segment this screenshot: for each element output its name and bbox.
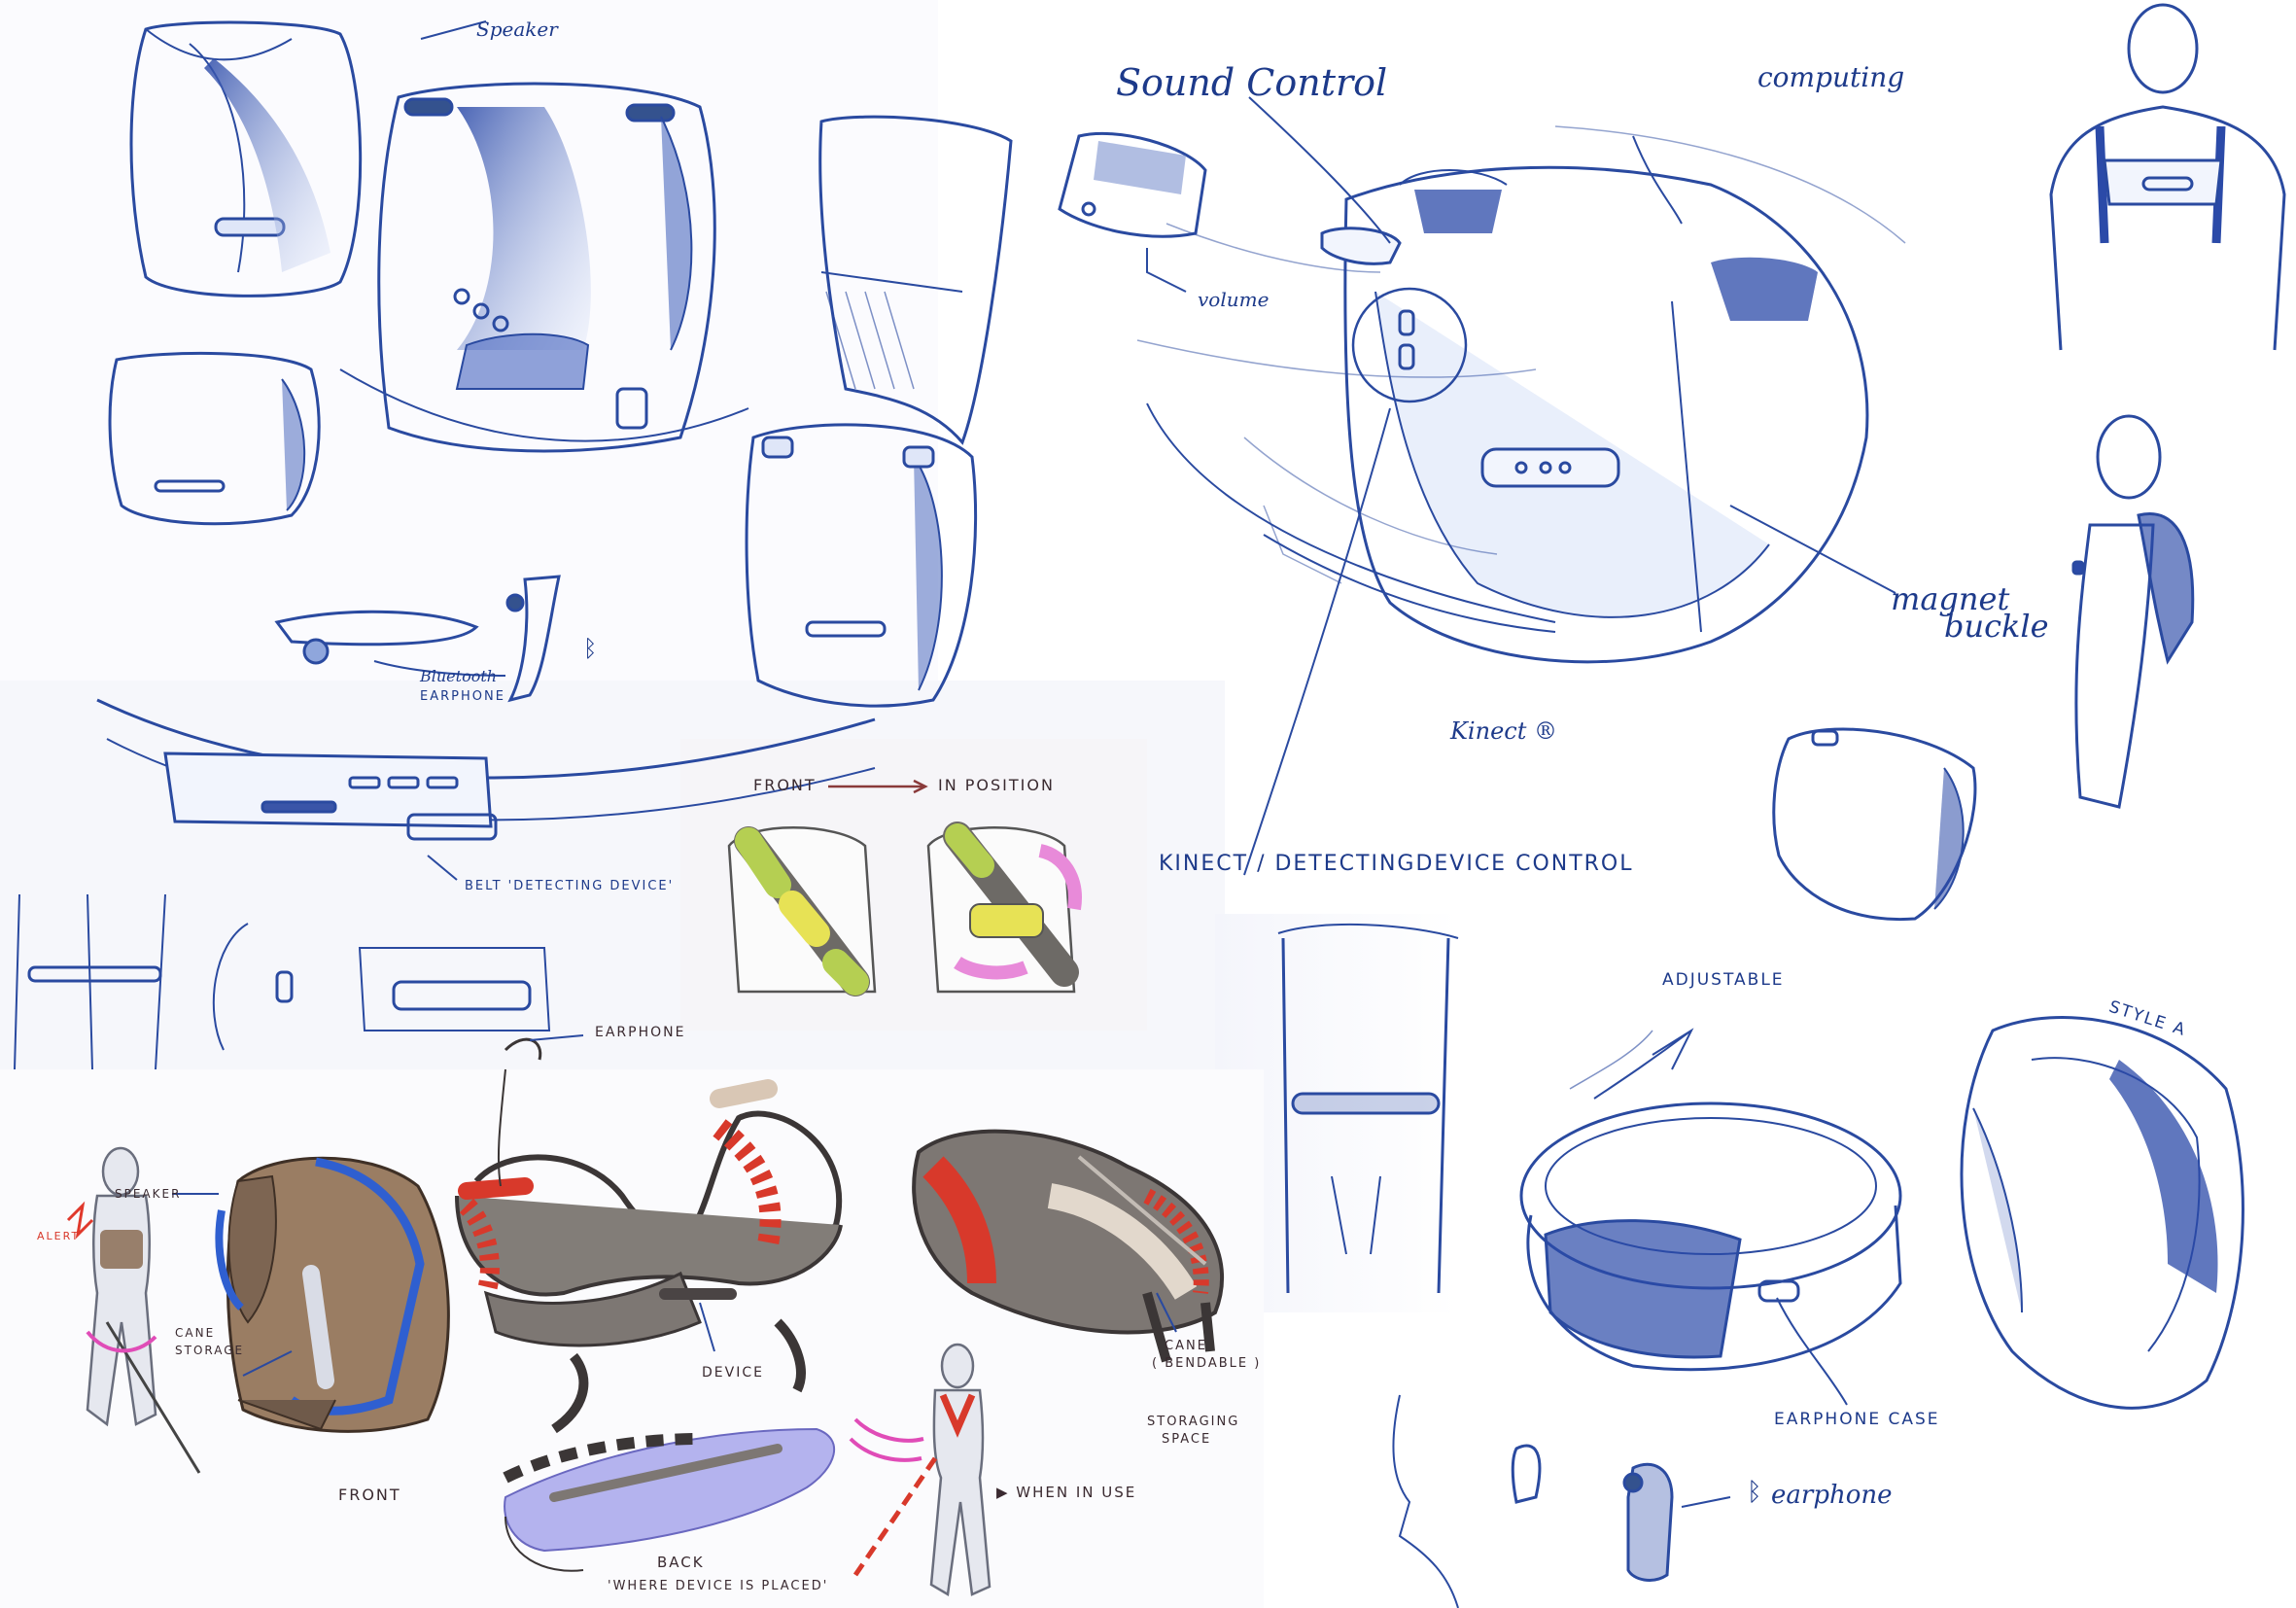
label-earphone-case: EARPHONE CASE bbox=[1774, 1410, 1940, 1429]
bluetooth-earphone-sketch bbox=[274, 575, 561, 703]
label-cane-storage-1: CANE bbox=[175, 1326, 216, 1340]
backpack-render bbox=[215, 1156, 450, 1433]
label-device: DEVICE bbox=[702, 1365, 764, 1381]
label-magnet: magnet bbox=[1891, 580, 2010, 617]
front-in-position-illustration bbox=[727, 779, 1082, 996]
figure-in-use-render bbox=[849, 1343, 991, 1597]
figure-back-view bbox=[2049, 3, 2286, 351]
label-cane-space-2: ( BENDABLE ) bbox=[1152, 1356, 1262, 1371]
sound-control-sketch bbox=[1058, 96, 1906, 876]
vest-back-sketch bbox=[129, 20, 363, 297]
cane-storage-render bbox=[912, 1129, 1224, 1363]
style-a-band-sketch bbox=[1960, 1016, 2244, 1410]
vest-small-sketch bbox=[108, 351, 321, 526]
label-where-placed: 'WHERE DEVICE IS PLACED' bbox=[608, 1579, 829, 1593]
label-front-bottom: FRONT bbox=[338, 1486, 401, 1504]
label-kinect-control: KINECT / DETECTINGDEVICE CONTROL bbox=[1159, 852, 1634, 876]
walking-figure-render bbox=[66, 1146, 201, 1474]
label-computing: computing bbox=[1757, 61, 1905, 93]
leader-lines bbox=[172, 855, 1177, 1377]
label-buckle: buckle bbox=[1944, 608, 2049, 645]
label-alert: ALERT bbox=[37, 1230, 81, 1242]
label-cane-space-4: SPACE bbox=[1162, 1432, 1212, 1447]
label-volume: volume bbox=[1198, 288, 1270, 311]
vest-front-sketch bbox=[339, 20, 749, 453]
label-kinect: Kinect ® bbox=[1450, 717, 1557, 745]
label-speaker-top: Speaker bbox=[476, 17, 558, 41]
label-back: BACK bbox=[657, 1554, 705, 1571]
earphone-bottom-sketch bbox=[1392, 1394, 1731, 1608]
bluetooth-icon: ᛒ bbox=[583, 635, 598, 662]
label-cane-space-1: CANE bbox=[1165, 1339, 1207, 1353]
label-earphone-bt: EARPHONE bbox=[420, 689, 505, 704]
bluetooth-icon: ᛒ bbox=[1747, 1478, 1762, 1507]
label-adjustable: ADJUSTABLE bbox=[1662, 970, 1785, 990]
device-harness-render bbox=[455, 1037, 843, 1434]
label-cane-storage-2: STORAGE bbox=[175, 1344, 245, 1357]
backpack-sketch-bottom bbox=[745, 423, 978, 708]
label-cane-space-3: STORAGING bbox=[1147, 1415, 1240, 1429]
label-sound-control: Sound Control bbox=[1116, 61, 1388, 104]
label-when-in-use: ▶ WHEN IN USE bbox=[996, 1484, 1137, 1501]
label-bluetooth: Bluetooth bbox=[420, 667, 498, 685]
label-belt-device: BELT 'DETECTING DEVICE' bbox=[465, 879, 675, 893]
figure-side-view bbox=[2071, 414, 2195, 809]
adjustable-band-sketch bbox=[1519, 1028, 1902, 1406]
belt-device-sketch bbox=[14, 698, 876, 1070]
buckle-cuff-sketch bbox=[1772, 727, 1977, 922]
label-in-position: IN POSITION bbox=[938, 776, 1055, 794]
label-front-top: FRONT bbox=[753, 776, 817, 794]
label-speaker-color: SPEAKER bbox=[115, 1187, 182, 1201]
label-earphone-color: EARPHONE bbox=[595, 1025, 686, 1040]
arm-band-sketch bbox=[1277, 923, 1459, 1294]
label-earphone-bottom: earphone bbox=[1771, 1481, 1893, 1510]
back-panel-render bbox=[503, 1427, 836, 1572]
backpack-sketch-top bbox=[818, 115, 1013, 445]
